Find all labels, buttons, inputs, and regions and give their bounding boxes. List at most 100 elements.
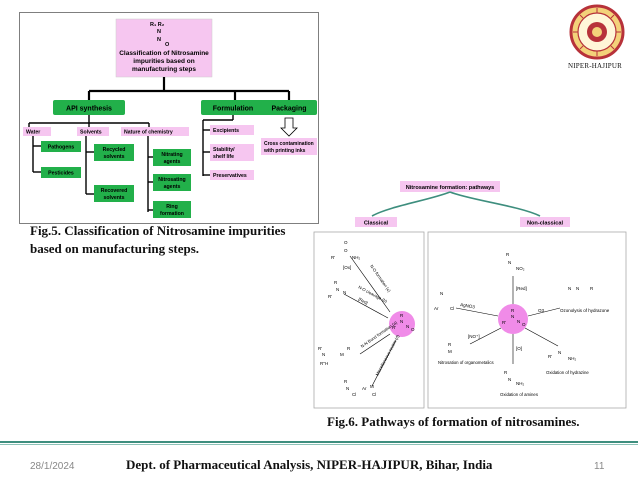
- svg-text:NH₂: NH₂: [352, 255, 360, 260]
- fig5-packaging-arrow: [280, 117, 298, 137]
- svg-text:N: N: [508, 260, 511, 265]
- fig5-water-label: Water: [26, 130, 40, 136]
- svg-text:R': R': [331, 255, 335, 260]
- svg-text:R: R: [504, 370, 508, 375]
- fig5-diagram: R₁ R₂ N N O Classification of Nitrosamin…: [23, 18, 317, 218]
- svg-text:O: O: [411, 327, 415, 332]
- fig5-excipients-box: [210, 125, 254, 135]
- fig6-classical-center: [389, 311, 415, 337]
- fig5-recycled-l1: Recycled: [103, 147, 126, 153]
- svg-text:O: O: [344, 240, 348, 245]
- svg-text:R': R': [318, 346, 322, 351]
- fig5-nitrosating-l1: Nitrosating: [158, 177, 185, 183]
- svg-text:R': R': [502, 320, 506, 325]
- fig5-packaging-label: Packaging: [271, 106, 306, 113]
- fig5-title-line1: Classification of Nitrosamine: [119, 50, 209, 57]
- page-number: 11: [594, 461, 605, 472]
- svg-text:R: R: [344, 379, 348, 384]
- fig5-pathogens-label: Pathogens: [48, 145, 75, 151]
- fig5-title-box: [115, 18, 213, 78]
- fig5-water-box: [23, 127, 51, 136]
- svg-text:R': R': [548, 354, 552, 359]
- fig5-api-synthesis-box: [53, 100, 125, 115]
- fig5-recovered-l1: Recovered: [101, 188, 128, 194]
- fig5-formulation-label: Formulation: [213, 106, 253, 113]
- fig5-stability-box: [210, 144, 254, 161]
- slide-footer: Dept. of Pharmaceutical Analysis, NIPER-…: [126, 457, 493, 472]
- fig5-packaging-box: [261, 100, 317, 115]
- svg-text:N: N: [508, 377, 511, 382]
- svg-text:[O]: [O]: [516, 346, 522, 351]
- slide-date: 28/1/2024: [30, 461, 75, 472]
- fig5-preservatives-box: [210, 170, 254, 180]
- svg-text:[Red]: [Red]: [358, 296, 369, 305]
- svg-text:R: R: [590, 286, 594, 291]
- fig5-pathogens-box: [41, 141, 81, 152]
- svg-text:N: N: [400, 319, 403, 324]
- footer-rule-top: [0, 441, 638, 443]
- svg-text:M: M: [448, 349, 452, 354]
- fig5-pesticides-box: [41, 167, 81, 178]
- svg-text:NH₂: NH₂: [516, 381, 524, 386]
- fig5-ring-l1: Ring: [166, 204, 178, 210]
- svg-text:N: N: [558, 350, 561, 355]
- fig6-nonclassical-box: [520, 217, 570, 227]
- svg-text:R''H: R''H: [320, 361, 328, 366]
- niper-logo-icon: [569, 4, 625, 60]
- institute-logo-text: NIPER-HAJIPUR: [568, 62, 622, 70]
- svg-text:R: R: [448, 342, 452, 347]
- svg-text:N: N: [336, 287, 339, 292]
- svg-text:Ozonolysis of hydrazone: Ozonolysis of hydrazone: [560, 308, 610, 313]
- svg-text:R: R: [511, 308, 515, 313]
- svg-text:N: N: [517, 319, 520, 324]
- fig5-solvents-label: Solvents: [80, 130, 102, 136]
- fig6-classical-box: [355, 217, 397, 227]
- svg-text:R: R: [347, 346, 351, 351]
- fig6-caption: Fig.6. Pathways of formation of nitrosam…: [327, 414, 580, 429]
- svg-text:Oxidation of hydrazine: Oxidation of hydrazine: [546, 370, 589, 375]
- svg-text:[NO⁺]: [NO⁺]: [468, 334, 480, 339]
- fig5-recovered-l2: solvents: [103, 195, 124, 201]
- svg-text:O: O: [522, 322, 526, 327]
- fig5-stability-l2: shelf life: [213, 154, 234, 160]
- svg-text:O3: O3: [538, 308, 545, 313]
- svg-text:N: N: [406, 324, 409, 329]
- svg-text:[Ox]: [Ox]: [343, 265, 351, 270]
- fig5-packaging-item-box: [261, 138, 317, 155]
- fig5-excipients-label: Excipients: [213, 128, 239, 134]
- svg-text:NH₂: NH₂: [568, 356, 576, 361]
- fig5-formula-n2: N: [157, 37, 161, 43]
- svg-text:R: R: [400, 313, 404, 318]
- svg-text:N: N: [576, 286, 579, 291]
- fig5-packaging-item-l1: Cross contamination: [264, 141, 314, 147]
- fig6-nonclassical-label: Non-classical: [527, 221, 564, 227]
- fig5-solvents-box: [77, 127, 109, 136]
- fig5-ring-l2: formation: [160, 211, 184, 217]
- svg-text:N: N: [568, 286, 571, 291]
- fig5-nitrating-l1: Nitrating: [161, 152, 182, 158]
- fig5-formula-o: O: [165, 42, 170, 48]
- svg-text:O: O: [344, 248, 348, 253]
- fig5-nitrating-box: [153, 149, 191, 166]
- svg-text:Nitrosation of organometalics: Nitrosation of organometalics: [438, 360, 494, 365]
- footer-rule-bottom: [0, 444, 638, 445]
- svg-text:AgNO3: AgNO3: [460, 302, 476, 310]
- fig5-formula-n1: N: [157, 29, 161, 35]
- fig5-ring-box: [153, 201, 191, 218]
- svg-text:Ar: Ar: [362, 386, 367, 391]
- fig5-formulation-box: [201, 100, 265, 115]
- svg-text:Ar: Ar: [434, 306, 439, 311]
- svg-text:Cl: Cl: [450, 306, 454, 311]
- svg-text:[Red]: [Red]: [516, 286, 527, 291]
- svg-text:Cl: Cl: [372, 392, 376, 397]
- fig5-packaging-item-l2: with printing inks: [263, 148, 306, 154]
- fig5-title-line3: manufacturing steps: [132, 66, 196, 73]
- fig5-api-synthesis-label: API synthesis: [66, 106, 112, 113]
- fig5-caption-line1: Fig.5. Classification of Nitrosamine imp…: [30, 223, 286, 238]
- fig6-classical-label: Classical: [364, 221, 389, 227]
- fig6-diagram: Nitrosamine formation: pathways Classica…: [313, 181, 627, 409]
- svg-text:Cl: Cl: [352, 392, 356, 397]
- fig6-header-box: [400, 181, 500, 192]
- fig5-nitrating-l2: agents: [164, 159, 181, 165]
- svg-text:R': R': [328, 294, 332, 299]
